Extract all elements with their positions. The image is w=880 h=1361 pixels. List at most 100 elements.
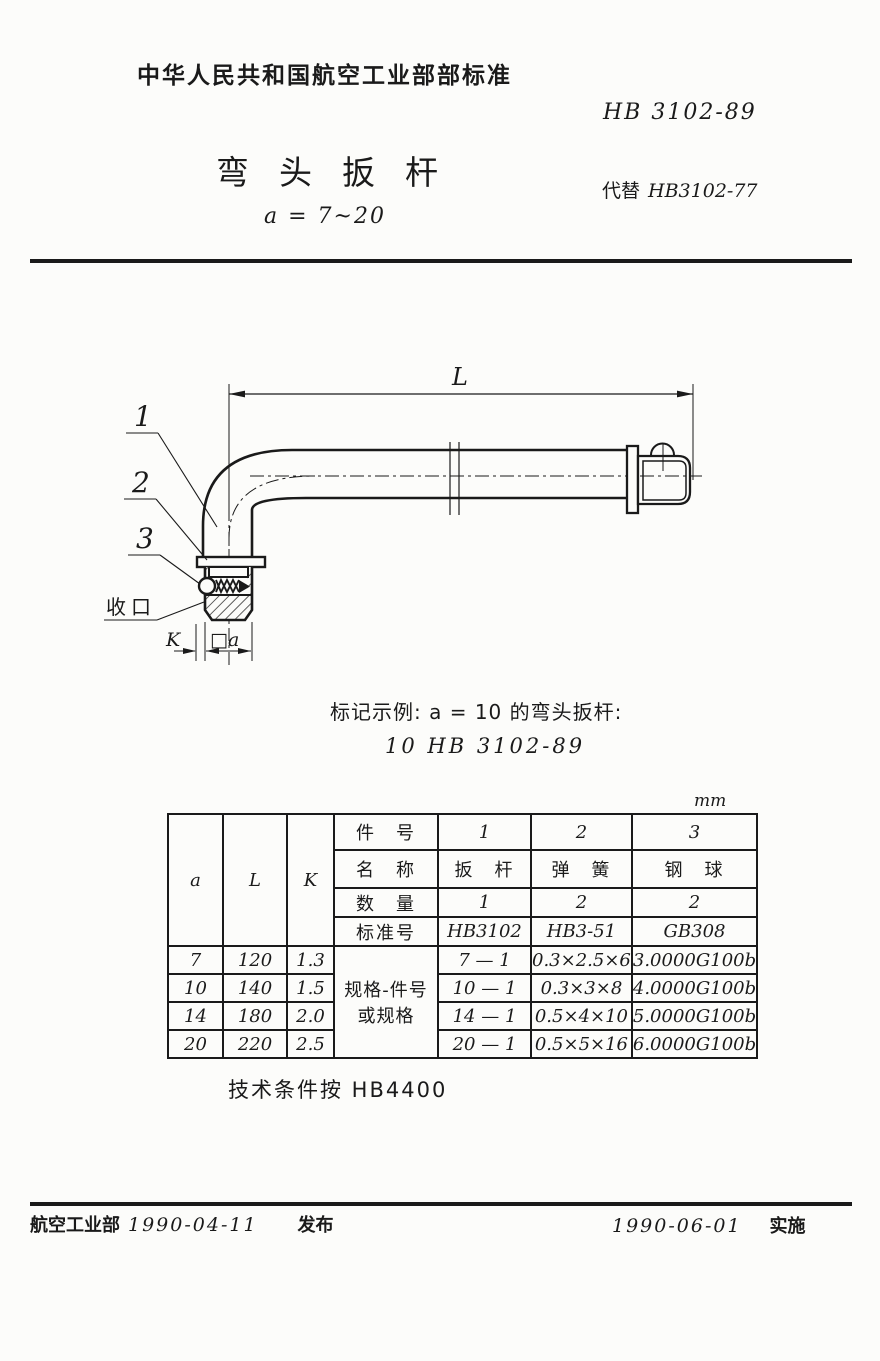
footer-implementation-line: 1990-06-01 实施 [612,1212,806,1238]
dimension-a-label: □a [210,629,239,651]
marking-example-line2: 10 HB 3102-89 [385,734,586,758]
table-cell: 3 [630,813,759,851]
arrow-a-left [206,648,219,654]
table-cell: 1.3 [286,945,335,975]
table-row: a L K 件 号 1 2 3 [167,813,759,947]
document-title: 弯头扳杆 [216,153,468,192]
table-row: 10 140 1.5 10 — 1 0.3×3×8 4.0000G100b [167,973,759,1003]
size-range: a = 7~20 [264,204,386,229]
row-label-quantity: 数 量 [333,887,439,918]
table-cell: 7 — 1 [437,945,532,975]
table-row: 数 量 1 2 2 [168,887,759,918]
implementation-label: 实施 [769,1216,806,1237]
arrow-a-right [238,648,251,654]
table-cell: 0.5×4×10 [530,1001,633,1031]
socket-flange [195,555,267,569]
replaced-standard-number: HB3102-77 [648,180,758,202]
spec-or-part-no-header: 规格-件号 或规格 [333,945,439,1059]
arrow-K [183,648,196,654]
table-cell: 3.0000G100b [630,945,759,975]
col-header-L: L [222,813,288,947]
table-cell: 1.5 [286,973,335,1003]
socket-section [195,555,267,622]
technical-drawing: L [104,363,702,665]
rod-end-head [625,442,702,515]
table-cell: 0.3×2.5×6 [530,945,633,975]
section-hatch-right [247,567,252,595]
standard-number: HB 3102-89 [603,100,757,125]
footer-issue-line: 航空工业部 1990-04-11 发布 [30,1211,334,1237]
col-header-a: a [167,813,224,947]
table-cell: HB3-51 [530,916,633,947]
table-cell: 钢 球 [630,849,759,889]
table-cell: 2 [530,887,633,918]
technical-conditions-note: 技术条件按 HB4400 [228,1078,448,1102]
table-cell: 10 [167,973,224,1003]
table-cell: 20 — 1 [437,1029,532,1059]
table-cell: 2 [630,887,759,918]
table-cell: 1 [437,887,532,918]
square-head-outer [636,454,692,506]
end-collar [625,444,640,515]
table-cell: 扳 杆 [437,849,532,889]
table-cell: 180 [222,1001,288,1031]
arrow-left [229,390,245,398]
table-row: 20 220 2.5 20 — 1 0.5×5×16 6.0000G100b [167,1029,759,1059]
table-cell: 220 [222,1029,288,1059]
row-label-standard-no: 标准号 [333,916,439,947]
org-standard-title: 中华人民共和国航空工业部部标准 [137,63,512,89]
spec-header-line1: 规格-件号 [344,980,428,1001]
header-rule [30,259,852,263]
issue-label: 发布 [297,1215,334,1236]
table-row: 14 180 2.0 14 — 1 0.5×4×10 5.0000G100b [167,1001,759,1031]
spring [215,577,240,595]
arrow-right [677,390,693,398]
socket-slot [208,566,249,578]
table-cell: 5.0000G100b [630,1001,759,1031]
table-cell: 4.0000G100b [630,973,759,1003]
break-lines [449,442,460,515]
table-cell: 0.5×5×16 [530,1029,633,1059]
table-cell: 140 [222,973,288,1003]
row-label-name: 名 称 [333,849,439,889]
table-cell: 7 [167,945,224,975]
section-hatch-left [205,567,209,578]
table-row: 7 120 1.3 规格-件号 或规格 7 — 1 0.3×2.5×6 3.00… [167,945,759,1059]
table-cell: 20 [167,1029,224,1059]
part-3-label: 3 [136,522,154,555]
table-cell: 2.0 [286,1001,335,1031]
table-cell: 2.5 [286,1029,335,1059]
issuer: 航空工业部 [30,1215,120,1236]
dimension-K-label: K [165,629,182,651]
part-leaders: 1 2 3 收口 [104,400,218,621]
steel-ball [197,576,217,596]
table-row: 标准号 HB3102 HB3-51 GB308 [168,916,759,947]
bottom-dimensions: K □a [165,622,253,661]
replaces-line: 代替 HB3102-77 [602,176,758,203]
table-cell: GB308 [630,916,759,947]
dimension-L-label: L [451,363,468,391]
table-row: 名 称 扳 杆 弹 簧 钢 球 [168,849,759,889]
section-hatch-bottom [205,595,252,620]
table-cell: 0.3×3×8 [530,973,633,1003]
table-cell: 14 [167,1001,224,1031]
marking-example-line1: 标记示例: a = 10 的弯头扳杆: [330,700,623,724]
table-cell: HB3102 [437,916,532,947]
table-cell: 6.0000G100b [630,1029,759,1059]
spec-header-line2: 或规格 [357,1006,415,1027]
dimension-L: L [229,363,694,480]
square-head-inner [642,460,687,501]
part-1-label: 1 [134,400,152,433]
footer-rule [30,1202,852,1206]
part-2-label: 2 [131,466,150,499]
bent-rod-outline [201,448,627,558]
unit-label: mm [694,791,727,811]
replaces-label: 代替 [602,180,641,202]
parts-table: a L K 件 号 1 2 3 名 称 扳 杆 弹 簧 钢 球 数 量 1 2 … [167,813,759,1059]
crimp-label: 收口 [106,595,156,619]
implementation-date: 1990-06-01 [612,1215,742,1237]
spring-seat [239,580,250,593]
table-cell: 1 [437,813,532,851]
issue-date: 1990-04-11 [128,1214,258,1236]
